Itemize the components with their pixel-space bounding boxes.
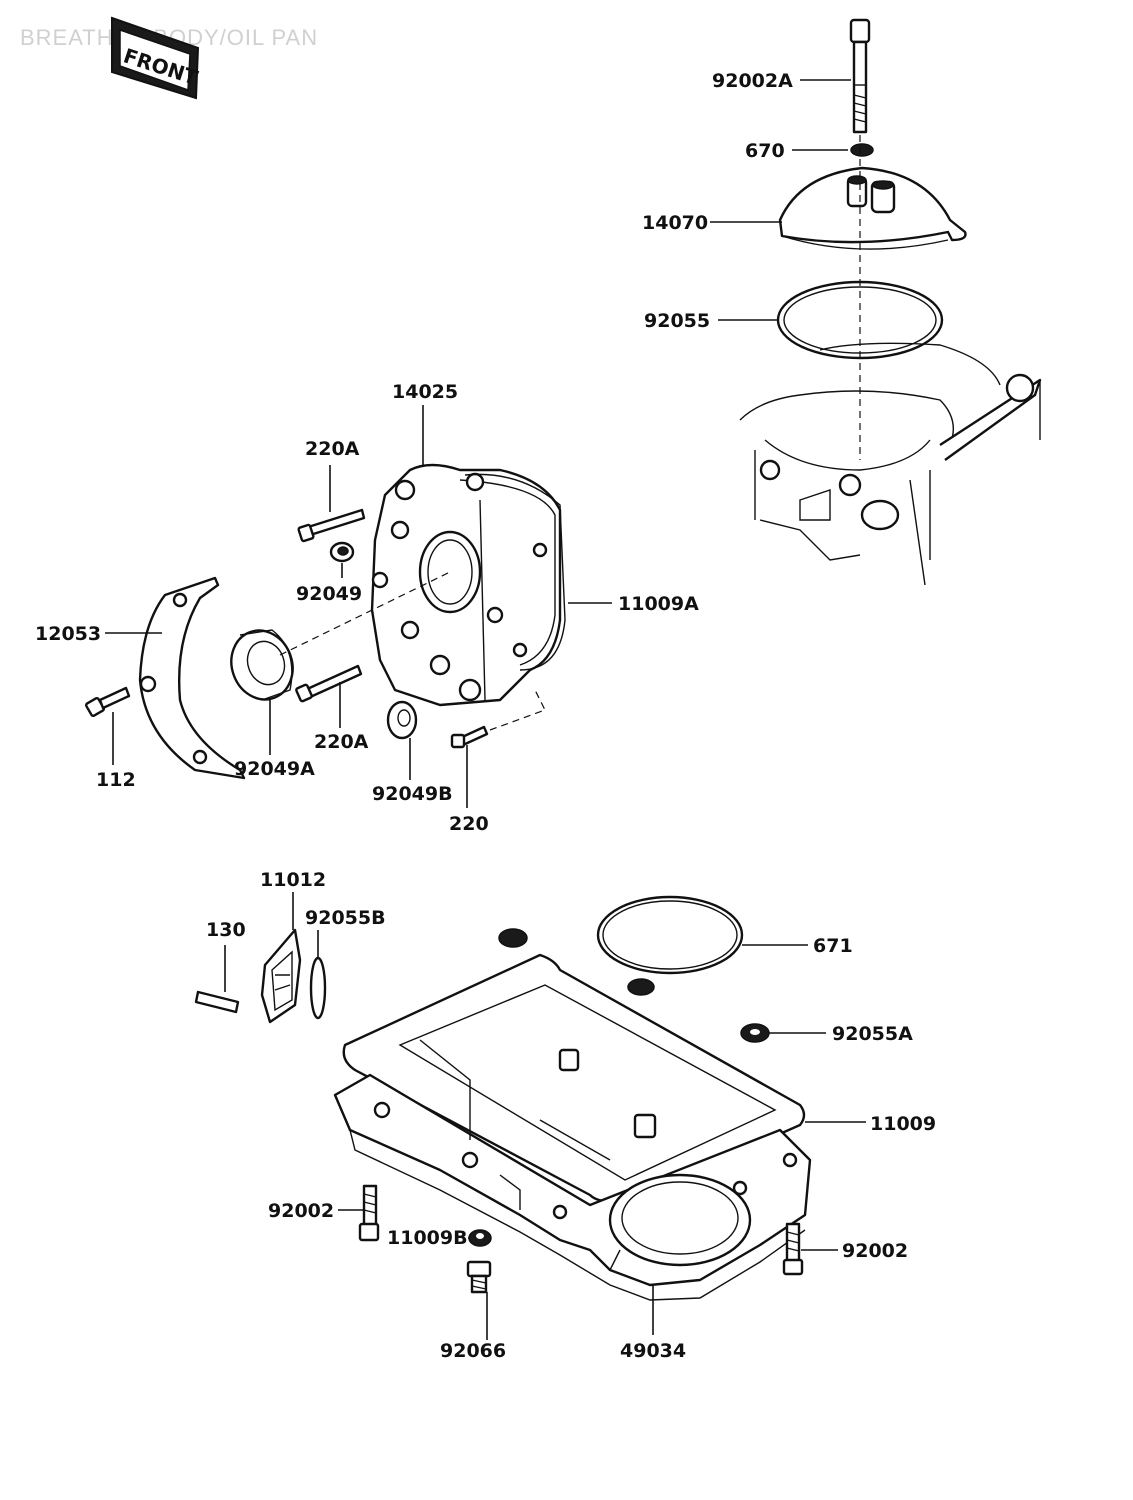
engine-top-outline	[739, 342, 1042, 586]
breather-body-14025	[370, 463, 562, 707]
rubber-ring-left	[498, 928, 528, 948]
oil-pan-gasket-11009	[342, 953, 806, 1203]
filter-plate-11012	[260, 928, 302, 1024]
label-92049A: 92049A	[234, 758, 315, 780]
bolt-92002-right	[782, 1222, 804, 1276]
label-92049B: 92049B	[372, 783, 453, 805]
label-92049: 92049	[296, 583, 362, 605]
label-92002A: 92002A	[712, 70, 793, 92]
label-92055: 92055	[644, 310, 710, 332]
breather-cover-14070	[778, 166, 967, 250]
label-12053: 12053	[35, 623, 101, 645]
label-220: 220	[449, 813, 489, 835]
washer-92049B	[386, 700, 418, 740]
washer-11009B	[468, 1229, 492, 1247]
label-92066: 92066	[440, 1340, 506, 1362]
bolt-220A-bottom	[295, 664, 363, 703]
label-11009: 11009	[870, 1113, 936, 1135]
oring-92055B	[309, 956, 327, 1020]
gasket-11009A	[464, 473, 566, 671]
rubber-ring-92055A	[740, 1023, 770, 1043]
oil-pan-49034	[333, 1039, 812, 1301]
label-92002-left: 92002	[268, 1200, 334, 1222]
label-130: 130	[206, 919, 246, 941]
label-14025: 14025	[392, 381, 458, 403]
bolt-112	[84, 686, 131, 718]
bolt-220	[450, 725, 489, 749]
bolt-92002-left	[358, 1184, 380, 1242]
label-92055A: 92055A	[832, 1023, 913, 1045]
label-112: 112	[96, 769, 136, 791]
bolt-220-leader	[489, 689, 546, 731]
front-badge: FRONT	[111, 16, 201, 100]
label-92002-right: 92002	[842, 1240, 908, 1262]
rubber-ring-middle	[627, 978, 655, 996]
pin-130	[194, 990, 240, 1014]
washer-92049	[329, 541, 355, 563]
label-11009B: 11009B	[387, 1227, 468, 1249]
label-670: 670	[745, 140, 785, 162]
label-11012: 11012	[260, 869, 326, 891]
oring-671	[596, 895, 744, 975]
label-49034: 49034	[620, 1340, 686, 1362]
label-14070: 14070	[642, 212, 708, 234]
seal-92049A	[230, 629, 294, 701]
label-11009A: 11009A	[618, 593, 699, 615]
washer-670	[850, 143, 874, 157]
label-671: 671	[813, 935, 853, 957]
label-220A-bottom: 220A	[314, 731, 369, 753]
bolt-220A-top	[297, 508, 366, 543]
label-220A-top: 220A	[305, 438, 360, 460]
leader-lines	[105, 79, 866, 1340]
bolt-92002A	[849, 18, 871, 134]
drain-plug-92066	[466, 1260, 492, 1294]
label-92055B: 92055B	[305, 907, 386, 929]
cover-12053	[138, 576, 246, 780]
